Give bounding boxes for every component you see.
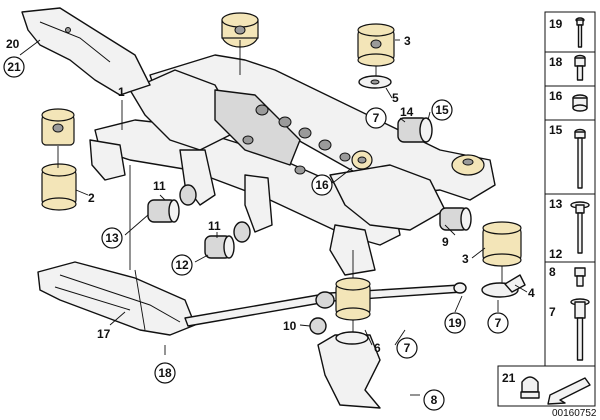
bushing-center (351, 150, 373, 170)
callout-11-mid: 11 (208, 219, 221, 233)
svg-text:7: 7 (373, 111, 380, 125)
left-upper-mount (41, 108, 75, 146)
right-top-mount (357, 23, 395, 67)
svg-text:13: 13 (549, 197, 563, 211)
svg-text:7: 7 (404, 341, 411, 355)
callout-9: 9 (442, 235, 449, 249)
callout-14: 14 (400, 105, 414, 119)
svg-text:7: 7 (549, 305, 556, 319)
callout-12: 12 (171, 254, 193, 276)
callout-1: 1 (118, 85, 125, 99)
callout-10: 10 (283, 319, 297, 333)
hex-bolt-icon (574, 267, 586, 287)
svg-text:16: 16 (315, 178, 329, 192)
bushing-10 (309, 317, 327, 335)
document-id: 00160752 (552, 408, 597, 419)
callout-11-left: 11 (153, 179, 166, 193)
callout-2: 2 (88, 191, 95, 205)
bushing-right-lower (439, 207, 472, 231)
svg-text:8: 8 (549, 265, 556, 279)
bushing-left-strut (315, 291, 335, 309)
legend-item-15: 15 (544, 119, 596, 195)
reinforcement-plate (37, 261, 196, 336)
left-lower-mount (41, 163, 77, 211)
svg-text:18: 18 (158, 366, 172, 380)
bolt-icon (574, 54, 586, 81)
callout-21: 21 (3, 56, 25, 78)
callout-7-top: 7 (365, 107, 387, 129)
legend-item-8-7: 8 7 (544, 261, 596, 367)
bushing-left-a (147, 199, 180, 223)
callout-17: 17 (97, 327, 111, 341)
stud-bolt-icon (570, 298, 590, 361)
svg-text:21: 21 (502, 371, 516, 385)
direction-arrow-icon (547, 377, 591, 405)
bushing-left-b (179, 184, 197, 206)
heat-shield (21, 7, 151, 96)
washer-with-tab (481, 274, 526, 298)
leader-lines (19, 39, 528, 396)
legend-item-19: 19 (544, 11, 596, 53)
callout-5: 5 (392, 91, 399, 105)
callouts-plain: 20 1 2 3 5 14 11 11 9 3 4 10 6 17 (6, 34, 535, 355)
callout-18: 18 (154, 362, 176, 384)
lower-bracket (317, 331, 381, 409)
callout-6: 6 (374, 341, 381, 355)
svg-text:15: 15 (435, 103, 449, 117)
svg-text:16: 16 (549, 89, 563, 103)
washer-top (358, 75, 392, 89)
callout-8: 8 (423, 389, 445, 411)
callout-7-center: 7 (396, 337, 418, 359)
svg-text:7: 7 (495, 316, 502, 330)
callout-15: 15 (431, 99, 453, 121)
callout-20: 20 (6, 37, 20, 51)
legend-item-21: 21 (497, 365, 596, 407)
svg-text:21: 21 (7, 60, 21, 74)
callout-4: 4 (528, 286, 535, 300)
svg-text:13: 13 (105, 231, 119, 245)
bushing-mid-b (233, 221, 251, 243)
legend-item-16: 16 (544, 85, 596, 121)
rear-axle-carrier (89, 54, 496, 276)
top-rubber-mount (221, 12, 259, 48)
flange-bolt-icon (570, 201, 590, 254)
long-bolt-icon (574, 128, 586, 189)
svg-text:19: 19 (549, 17, 563, 31)
callout-13: 13 (101, 227, 123, 249)
legend-item-13-12: 13 12 (544, 193, 596, 263)
svg-text:18: 18 (549, 55, 563, 69)
parts-legend: 19 18 16 (497, 11, 597, 419)
right-lower-mount (482, 221, 522, 267)
callout-3-lower: 3 (462, 252, 469, 266)
callout-19: 19 (444, 312, 466, 334)
callouts-circled: 21 7 15 16 13 12 7 19 (3, 56, 509, 411)
svg-text:19: 19 (448, 316, 462, 330)
bushing-mid-a (204, 235, 235, 259)
callout-7-right: 7 (487, 312, 509, 334)
callout-16: 16 (311, 174, 333, 196)
nut-icon (572, 94, 588, 112)
svg-text:15: 15 (549, 123, 563, 137)
guide-lines (57, 40, 503, 332)
bushing-upper-right (397, 117, 433, 143)
legend-item-18: 18 (544, 51, 596, 87)
svg-text:12: 12 (175, 258, 189, 272)
right-carrier-mount (451, 154, 485, 176)
svg-text:12: 12 (549, 247, 563, 261)
cap-nut-icon (520, 376, 540, 399)
svg-text:8: 8 (431, 393, 438, 407)
callout-3-top: 3 (404, 34, 411, 48)
center-lower-mount (335, 277, 371, 321)
bolt-icon (575, 17, 585, 48)
